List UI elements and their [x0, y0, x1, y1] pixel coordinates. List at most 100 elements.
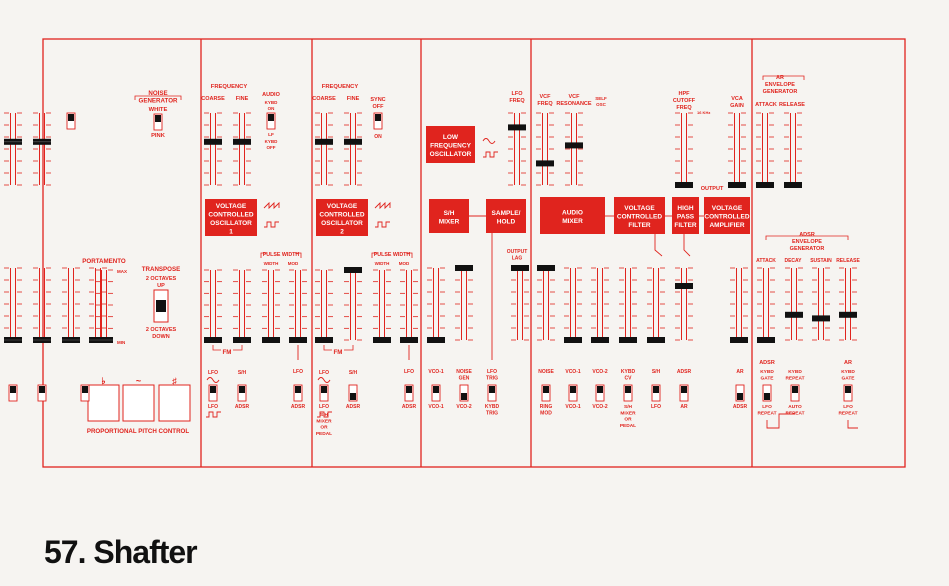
slider-vco1-fm-lfo[interactable] [204, 269, 222, 343]
slider-vcf-sh[interactable] [647, 267, 665, 343]
pitch-natural-pad[interactable] [122, 384, 155, 422]
slider-lfo-freq[interactable] [508, 112, 526, 186]
slider-knob-vco2-fm-sh[interactable] [344, 267, 362, 273]
slider-knob-shmix-noise[interactable] [455, 265, 473, 271]
switch-vco1-fm-src-a[interactable] [8, 384, 18, 402]
slider-knob-mix-vco2[interactable] [591, 337, 609, 343]
switch-vco1-fm-src-b[interactable] [37, 384, 47, 402]
slider-knob-vcf-sh[interactable] [647, 337, 665, 343]
switch-vco1-pw-src[interactable] [293, 384, 303, 402]
slider-knob-lfo-freq[interactable] [508, 124, 526, 131]
slider-knob-vco1-pw-width[interactable] [262, 337, 280, 343]
slider-vco1-coarse[interactable] [4, 112, 22, 186]
slider-vca-ar[interactable] [730, 267, 748, 343]
slider-vco1-pw-width[interactable] [62, 267, 80, 343]
slider-knob-shmix-vco1[interactable] [427, 337, 445, 343]
slider-knob-hpf-cutoff[interactable] [675, 182, 693, 188]
slider-mix-vco1[interactable] [564, 267, 582, 343]
switch-vcf-adsr-src[interactable] [679, 384, 689, 402]
slider-vco1-fm-sh[interactable] [233, 269, 251, 343]
slider-vcf-kybd[interactable] [619, 267, 637, 343]
slider-knob-vcf-kybd[interactable] [619, 337, 637, 343]
switch-mix-vco1-src[interactable] [568, 384, 578, 402]
slider-knob-mix-noise[interactable] [537, 265, 555, 271]
slider-shmix-noise[interactable] [455, 265, 473, 341]
slider-vco1-fine[interactable] [233, 112, 251, 186]
switch-vco2-pw-src[interactable] [404, 384, 414, 402]
slider-knob-ar-attack[interactable] [756, 182, 774, 188]
switch-vcf-sh-src[interactable] [651, 384, 661, 402]
slider-vco1-fm-lfo[interactable] [4, 267, 22, 343]
slider-vco1-fm-sh[interactable] [33, 267, 51, 343]
pitch-sharp-pad[interactable] [158, 384, 191, 422]
switch-sh-trig[interactable] [487, 384, 497, 402]
switch-vco1-range[interactable] [66, 112, 76, 130]
slider-knob-vcf-res[interactable] [565, 142, 583, 149]
slider-knob-vcf-lfo[interactable] [675, 283, 693, 289]
switch-vca-src[interactable] [735, 384, 745, 402]
transpose-switch-knob[interactable] [156, 300, 166, 312]
switch-mix-noise-src[interactable] [541, 384, 551, 402]
slider-knob-vco1-fine[interactable] [233, 138, 251, 145]
switch-vco2-fm-src-a[interactable] [319, 384, 329, 402]
switch-ar-trig[interactable] [843, 384, 853, 402]
slider-knob-vco2-fine[interactable] [344, 138, 362, 145]
slider-knob-vco1-coarse[interactable] [204, 138, 222, 145]
slider-knob-vca-ar[interactable] [730, 337, 748, 343]
slider-knob-adsr-decay[interactable] [785, 311, 803, 318]
slider-vco1-fine[interactable] [33, 112, 51, 186]
slider-knob-vco1-fm-lfo[interactable] [204, 337, 222, 343]
slider-knob-adsr-release[interactable] [839, 311, 857, 318]
slider-knob-mix-vco1[interactable] [564, 337, 582, 343]
switch-vco1-fm-src-b[interactable] [237, 384, 247, 402]
slider-adsr-release[interactable] [839, 267, 857, 341]
slider-shmix-vco1[interactable] [427, 267, 445, 343]
slider-vco2-fm-lfo[interactable] [315, 269, 333, 343]
slider-knob-vco2-coarse[interactable] [315, 138, 333, 145]
switch-adsr-trig[interactable] [762, 384, 772, 402]
slider-vcf-freq[interactable] [536, 112, 554, 186]
switch-adsr-repeat[interactable] [790, 384, 800, 402]
slider-hpf-cutoff[interactable] [675, 112, 693, 188]
slider-portamento[interactable] [95, 269, 113, 343]
slider-vco2-pw-mod[interactable] [400, 269, 418, 343]
slider-vco2-pw-width[interactable] [373, 269, 391, 343]
slider-knob-vca-gain[interactable] [728, 182, 746, 188]
slider-vca-gain[interactable] [728, 112, 746, 188]
slider-knob-adsr-attack[interactable] [757, 337, 775, 343]
slider-knob-adsr-sustain[interactable] [812, 315, 830, 322]
slider-vco1-pw-mod[interactable] [289, 269, 307, 343]
slider-knob-vco2-pw-width[interactable] [373, 337, 391, 343]
slider-vco1-coarse[interactable] [204, 112, 222, 186]
switch-noise-color[interactable] [153, 113, 163, 131]
slider-vco2-fine[interactable] [344, 112, 362, 186]
switch-vcf-kybd-src[interactable] [623, 384, 633, 402]
slider-adsr-decay[interactable] [785, 267, 803, 341]
switch-vco1-fm-src-a[interactable] [208, 384, 218, 402]
switch-shmix-src-b[interactable] [459, 384, 469, 402]
switch-shmix-src-a[interactable] [431, 384, 441, 402]
slider-vco1-pw-width[interactable] [262, 269, 280, 343]
slider-adsr-sustain[interactable] [812, 267, 830, 341]
slider-adsr-attack[interactable] [757, 267, 775, 343]
slider-output-lag[interactable] [511, 265, 529, 341]
switch-vco2-fm-src-b[interactable] [348, 384, 358, 402]
slider-mix-vco2[interactable] [591, 267, 609, 343]
slider-vcf-lfo[interactable] [675, 267, 693, 341]
slider-vco2-fm-sh[interactable] [344, 267, 362, 341]
slider-knob-vco2-pw-mod[interactable] [400, 337, 418, 343]
slider-knob-ar-release[interactable] [784, 182, 802, 188]
slider-mix-noise[interactable] [537, 265, 555, 341]
pitch-flat-pad[interactable] [87, 384, 120, 422]
switch-vco1-range[interactable] [266, 112, 276, 130]
slider-vco2-coarse[interactable] [315, 112, 333, 186]
slider-vco1-pw-mod[interactable] [89, 267, 107, 343]
switch-mix-vco2-src[interactable] [595, 384, 605, 402]
slider-vcf-res[interactable] [565, 112, 583, 186]
slider-knob-output-lag[interactable] [511, 265, 529, 271]
slider-ar-release[interactable] [784, 112, 802, 188]
slider-knob-vco1-pw-mod[interactable] [289, 337, 307, 343]
switch-vco1-pw-src[interactable] [80, 384, 90, 402]
slider-ar-attack[interactable] [756, 112, 774, 188]
slider-knob-vco2-fm-lfo[interactable] [315, 337, 333, 343]
